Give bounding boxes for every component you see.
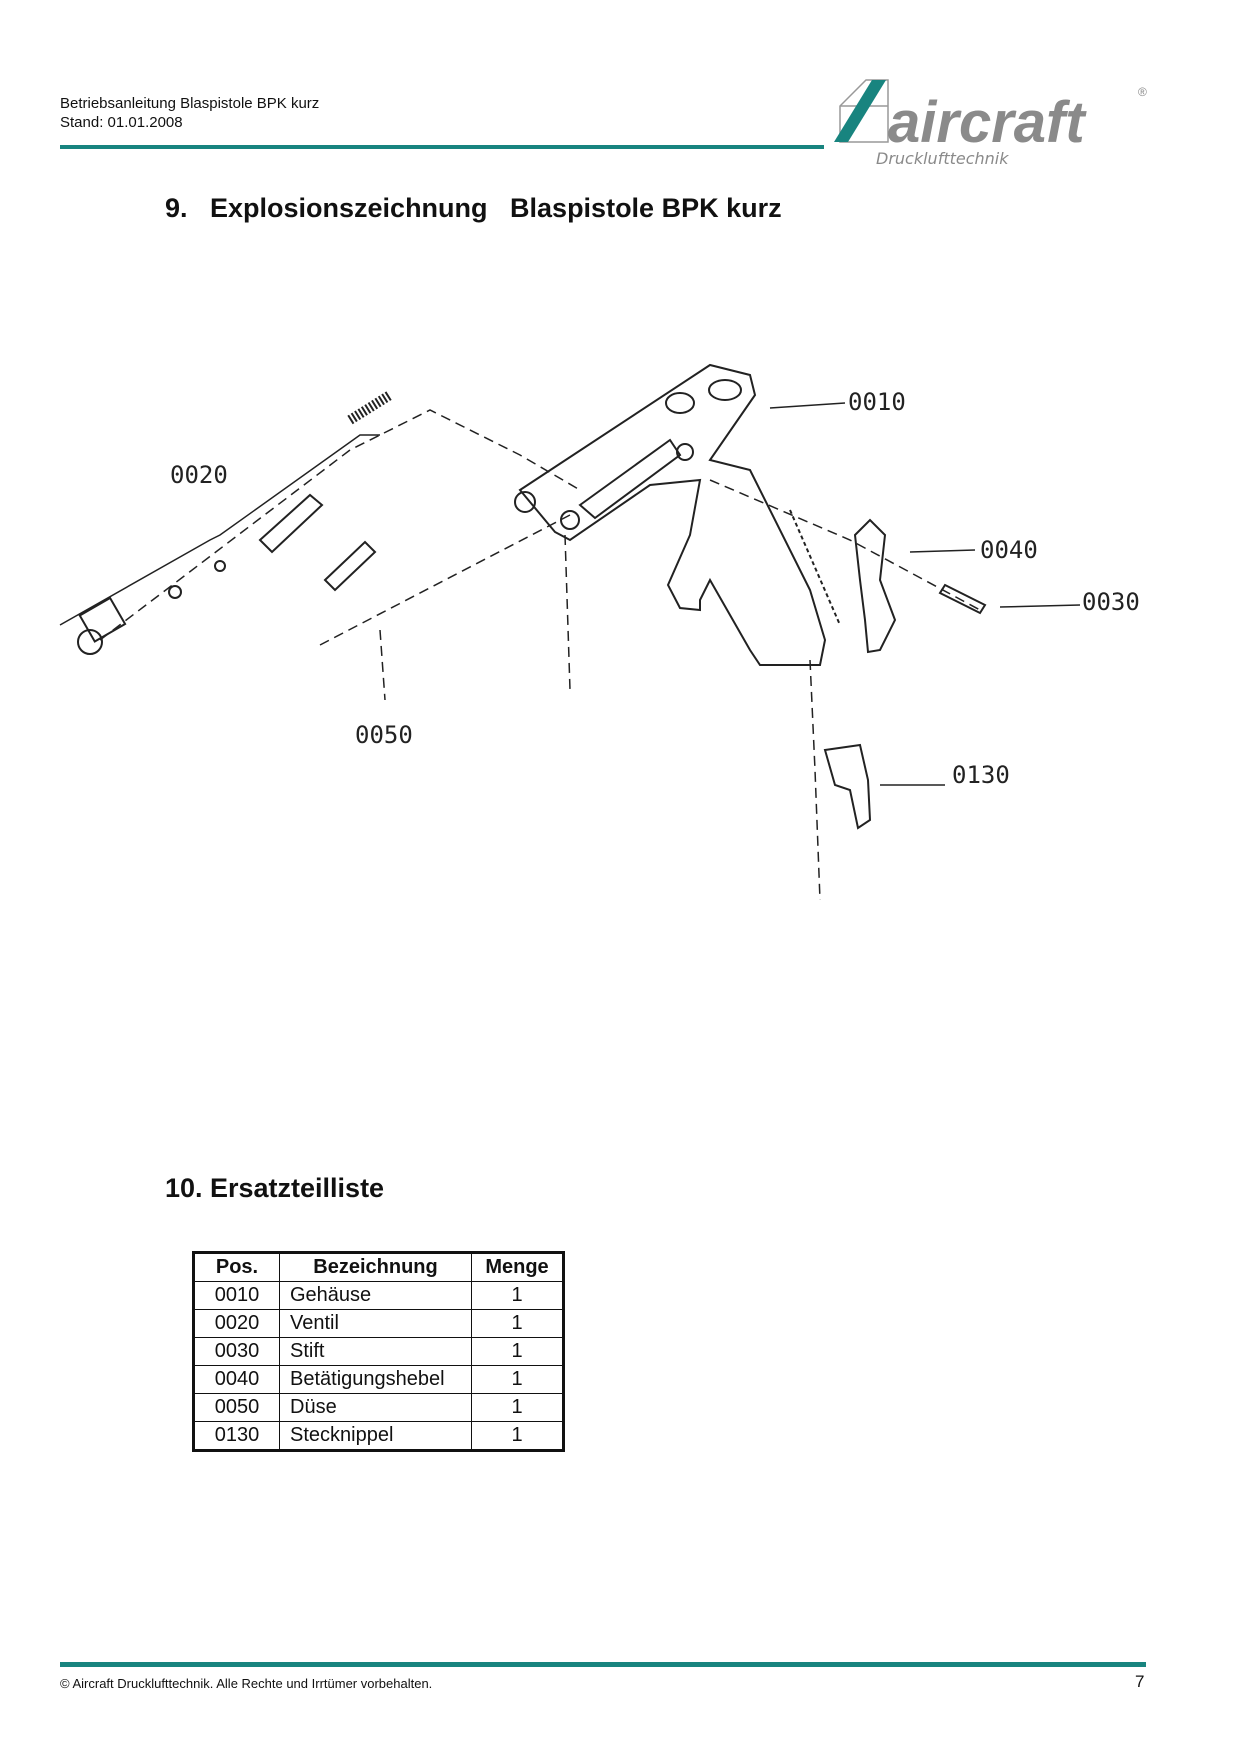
footer-rule — [60, 1662, 1146, 1667]
housing-part — [514, 363, 841, 666]
aircraft-logo: aircraft ® Drucklufttechnik — [834, 79, 1147, 168]
callout-0030: 0030 — [1082, 588, 1140, 616]
document-date: Stand: 01.01.2008 — [60, 114, 183, 131]
page-header: Betriebsanleitung Blaspistole BPK kurz S… — [60, 94, 319, 132]
document-title: Betriebsanleitung Blaspistole BPK kurz — [60, 95, 320, 112]
column-header-qty: Menge — [471, 1252, 564, 1282]
callout-0020: 0020 — [170, 461, 228, 489]
lever-part — [853, 518, 897, 654]
section-10-heading: 10.Ersatzteilliste — [165, 1173, 385, 1203]
pin-part — [938, 583, 987, 615]
callout-0050: 0050 — [355, 721, 413, 749]
nozzle-part — [323, 540, 377, 592]
section-9-heading: 9.Explosionszeichnung Blaspistole BPK ku… — [165, 193, 782, 223]
callout-0010: 0010 — [848, 388, 906, 416]
svg-text:Drucklufttechnik: Drucklufttechnik — [876, 149, 1009, 168]
svg-text:®: ® — [1138, 85, 1147, 99]
logo-wordmark: aircraft — [888, 90, 1087, 155]
table-header-row: Pos. Bezeichnung Menge — [193, 1252, 564, 1282]
column-header-name: Bezeichnung — [279, 1252, 472, 1282]
callout-0040: 0040 — [980, 536, 1038, 564]
footer-copyright: © Aircraft Drucklufttechnik. Alle Rechte… — [60, 1676, 433, 1691]
valve-part — [77, 390, 393, 655]
header-rule — [60, 145, 824, 149]
plug-nipple-part — [823, 743, 872, 830]
exploded-view-drawing: 0010 0020 0030 0040 0050 0130 — [59, 363, 1140, 901]
callout-0130: 0130 — [952, 761, 1010, 789]
column-header-pos: Pos. — [193, 1252, 280, 1282]
page-number: 7 — [1135, 1672, 1145, 1691]
